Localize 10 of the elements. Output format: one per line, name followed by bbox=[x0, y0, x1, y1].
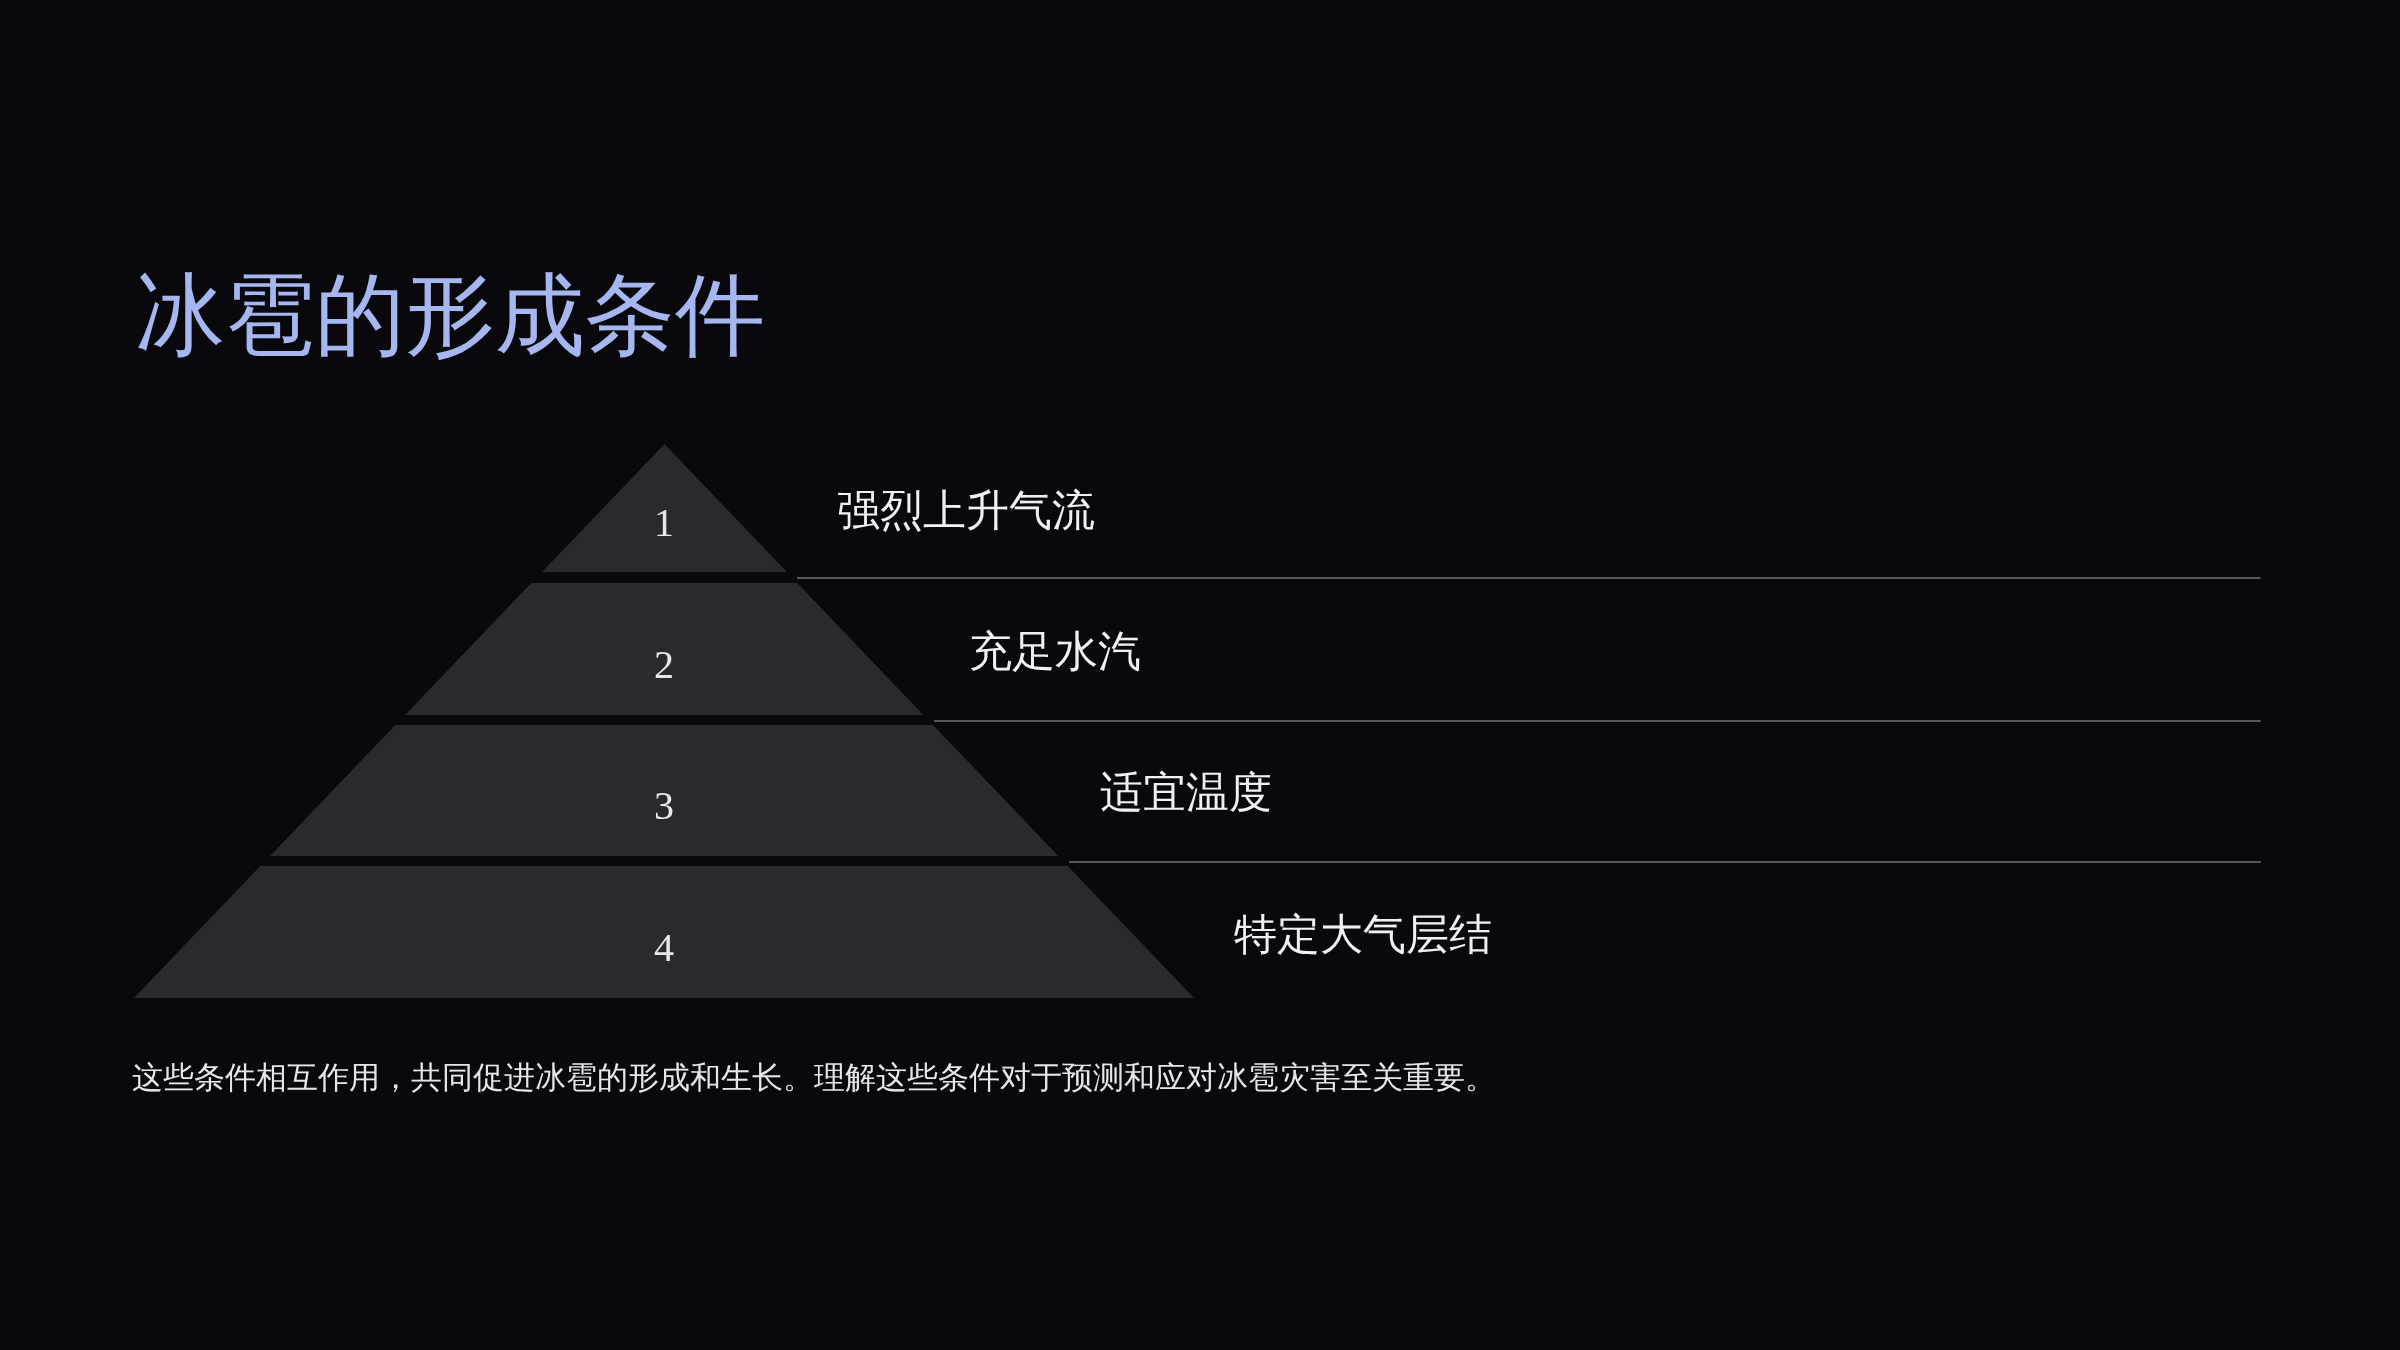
level-number: 4 bbox=[654, 927, 674, 968]
level-number: 3 bbox=[654, 786, 674, 827]
level-label: 充足水汽 bbox=[969, 626, 1141, 677]
level-number: 2 bbox=[654, 644, 674, 685]
level-label: 特定大气层结 bbox=[1234, 909, 1492, 960]
caption-text: 这些条件相互作用，共同促进冰雹的形成和生长。理解这些条件对于预测和应对冰雹灾害至关重要。 bbox=[132, 1059, 1496, 1097]
level-label: 强烈上升气流 bbox=[837, 485, 1095, 536]
slide-title: 冰雹的形成条件 bbox=[135, 265, 765, 367]
level-label: 适宜温度 bbox=[1100, 768, 1272, 819]
level-number: 1 bbox=[654, 503, 674, 544]
